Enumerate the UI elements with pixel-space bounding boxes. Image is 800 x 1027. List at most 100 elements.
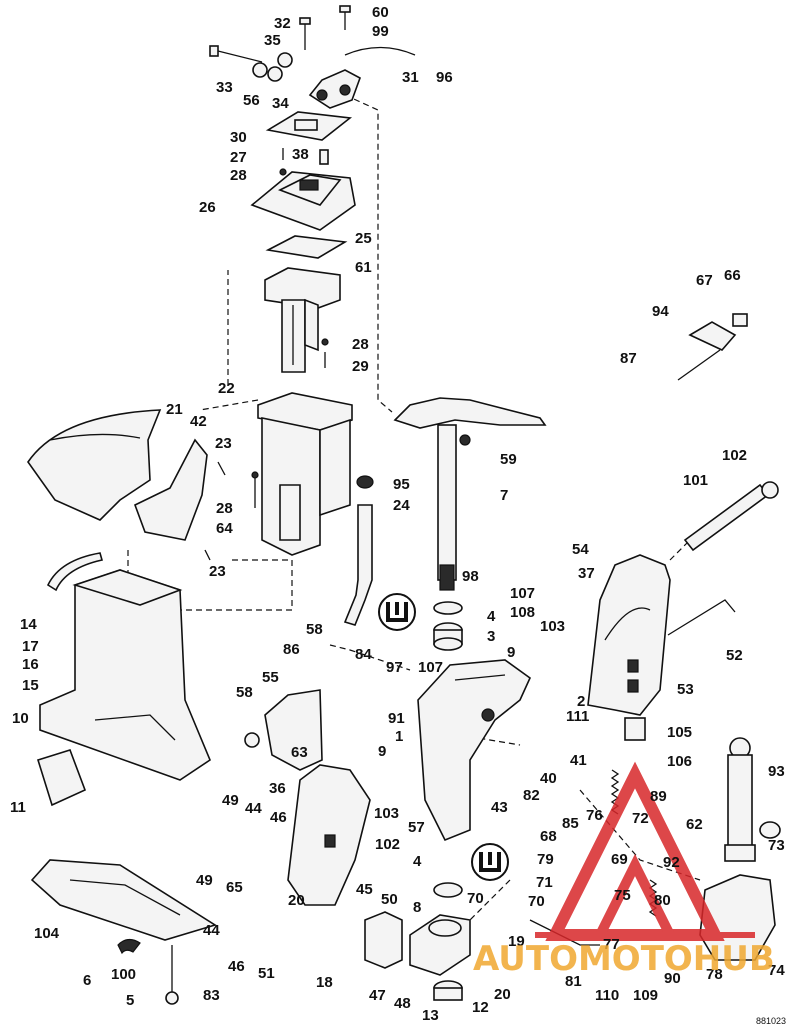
label-12: 12 [472,999,489,1016]
exhaust-housing-15 [39,569,211,781]
label-73: 73 [768,837,785,854]
exhaust-housing-61 [264,267,341,373]
swivel-bracket-1 [417,659,531,842]
label-100: 100 [111,966,136,983]
label-50: 50 [381,891,398,908]
label-34: 34 [272,95,289,112]
label-20-left: 20 [288,892,305,909]
label-14: 14 [20,616,37,633]
watermark-text: AUTOMOTOHUB [473,939,775,979]
label-97: 97 [386,659,403,676]
label-28-top: 28 [230,167,247,184]
label-53: 53 [677,681,694,698]
label-83: 83 [203,987,220,1004]
label-110: 110 [595,987,619,1004]
callout-labels: 60 99 32 35 96 31 33 56 34 30 27 38 28 2… [10,4,785,1024]
bushing-73 [759,821,781,839]
bushing-8 [433,882,463,898]
label-48: 48 [394,995,411,1012]
label-99: 99 [372,23,389,40]
link-81 [529,919,600,946]
washer-98 [433,601,463,615]
label-46-top: 46 [270,809,287,826]
label-77: 77 [603,936,620,953]
label-109: 109 [633,987,658,1004]
label-81: 81 [565,973,582,990]
lower-pan-104 [30,859,217,941]
label-16: 16 [22,656,39,673]
pad-66 [732,313,748,327]
label-92: 92 [663,854,680,871]
label-59: 59 [500,451,517,468]
bracket-94 [688,321,737,351]
label-22: 22 [218,380,235,397]
label-3: 3 [487,628,495,645]
cover-42 [133,438,208,541]
label-4-mid: 4 [413,853,422,870]
label-102-top: 102 [722,447,747,464]
label-31: 31 [402,69,419,86]
watermark-logo [535,761,755,941]
rod-52 [667,599,736,636]
label-9-mid: 9 [378,743,386,760]
label-13: 13 [422,1007,439,1024]
label-71: 71 [536,874,553,891]
gasket-25 [265,235,348,259]
label-85: 85 [562,815,579,832]
label-20-right: 20 [494,986,511,1003]
label-70-mid: 70 [467,890,484,907]
label-58-top: 58 [306,621,323,638]
label-23-top: 23 [215,435,232,452]
trim-cylinder-93 [724,737,756,862]
label-35: 35 [264,32,281,49]
label-36: 36 [269,780,286,797]
bracket-55 [264,689,323,771]
label-27: 27 [230,149,247,166]
label-23-bottom: 23 [209,563,226,580]
label-47: 47 [369,987,386,1004]
label-43: 43 [491,799,508,816]
label-95: 95 [393,476,410,493]
lubricant-symbol-1 [378,593,416,631]
label-68: 68 [540,828,557,845]
label-45: 45 [356,881,373,898]
label-67: 67 [696,272,713,289]
label-65: 65 [226,879,243,896]
label-57: 57 [408,819,425,836]
label-103-mid: 103 [374,805,399,822]
label-105: 105 [667,724,692,741]
label-18: 18 [316,974,333,991]
seal-14 [46,552,104,592]
label-111: 111 [566,708,589,725]
label-38: 38 [292,146,309,163]
label-93: 93 [768,763,785,780]
label-107-right: 107 [510,585,535,602]
label-101: 101 [683,472,708,489]
label-4-top: 4 [487,608,496,625]
label-2: 2 [577,693,585,710]
label-49-top: 49 [222,792,239,809]
label-52: 52 [726,647,743,664]
label-103-top: 103 [540,618,565,635]
label-41: 41 [570,752,587,769]
label-84: 84 [355,646,372,663]
label-96: 96 [436,69,453,86]
label-5: 5 [126,992,134,1009]
label-6: 6 [83,972,91,989]
label-108: 108 [510,604,535,621]
water-tube-24 [343,504,373,626]
midsection-22 [257,392,353,556]
label-79: 79 [537,851,554,868]
label-69: 69 [611,851,628,868]
label-106: 106 [667,753,692,770]
label-86: 86 [283,641,300,658]
stern-bracket-36 [287,764,371,906]
label-42: 42 [190,413,207,430]
label-26: 26 [199,199,216,216]
label-51: 51 [258,965,275,982]
label-60: 60 [372,4,389,21]
label-7: 7 [500,487,508,504]
label-80: 80 [654,892,671,909]
adapter-plate-26 [250,171,356,231]
block-105 [624,717,646,741]
